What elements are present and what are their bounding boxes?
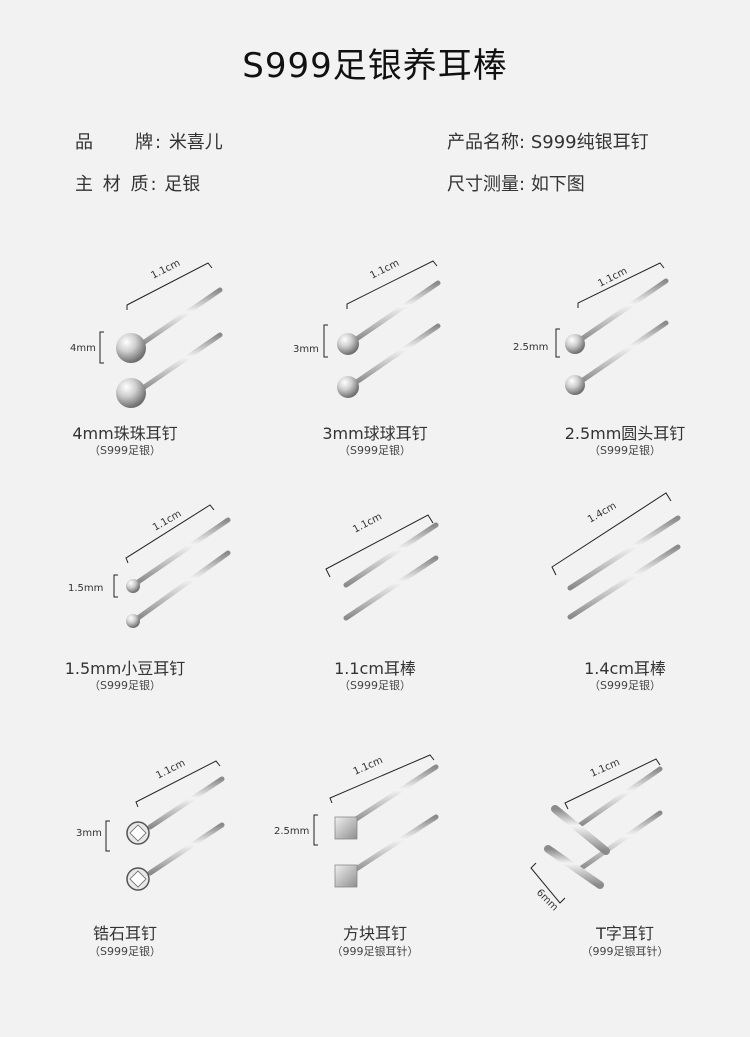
- bar-earring-1_4cm-icon: 1.4cm: [551, 492, 681, 620]
- spec-material-value: 足银: [164, 174, 201, 195]
- item-1_5mm-bean: 1.1cm 1.5mm 1.5mm小豆耳钉 （S999足银）: [0, 485, 250, 725]
- spec-brand-value: 米喜儿: [168, 132, 223, 153]
- item-material: （S999足银）: [339, 679, 411, 692]
- item-material: （S999足银）: [89, 679, 161, 692]
- item-name: 4mm珠珠耳钉: [72, 424, 178, 443]
- size-label: 2.5mm: [274, 826, 309, 837]
- item-cube: 1.1cm 2.5mm 方块耳钉 （999足银耳针）: [250, 745, 500, 985]
- length-label: 1.1cm: [351, 511, 384, 535]
- item-material: （S999足银）: [89, 945, 161, 958]
- item-material: （S999足银）: [89, 444, 161, 457]
- t-bar-earring-icon: 1.1cm 6mm: [530, 757, 663, 913]
- item-zircon: 1.1cm 3mm 锆石耳钉 （S999足银）: [0, 745, 250, 985]
- item-1_4cm-bar: 1.4cm 1.4cm耳棒 （S999足银）: [500, 485, 750, 725]
- spec-material-key: 主 材 质:: [75, 174, 159, 195]
- item-name: 方块耳钉: [342, 924, 407, 943]
- item-4mm-ball: 1.1cm 4mm 4mm珠珠耳钉 （S999足银）: [0, 245, 250, 485]
- spec-brand: 品 牌: 米喜儿: [75, 128, 223, 154]
- length-label: 1.1cm: [352, 755, 385, 778]
- item-material: （S999足银）: [589, 444, 661, 457]
- spec-product-key: 产品名称:: [447, 132, 526, 153]
- spec-size-key: 尺寸测量:: [447, 174, 526, 195]
- item-name: 1.5mm小豆耳钉: [64, 659, 186, 678]
- item-material: （S999足银）: [339, 444, 411, 457]
- item-material: （999足银耳针）: [581, 945, 669, 958]
- size-label: 1.5mm: [68, 583, 103, 594]
- bean-earring-1_5mm-icon: 1.1cm 1.5mm: [68, 504, 231, 628]
- bar-earring-1_1cm-icon: 1.1cm: [325, 511, 439, 621]
- length-label: 1.1cm: [151, 508, 183, 533]
- size-label: 2.5mm: [513, 342, 548, 353]
- length-label: 1.1cm: [368, 258, 401, 282]
- round-earring-2_5mm-icon: 1.1cm 2.5mm: [513, 262, 669, 395]
- item-material: （999足银耳针）: [331, 945, 419, 958]
- item-name: T字耳钉: [596, 924, 654, 943]
- item-1_1cm-bar: 1.1cm 1.1cm耳棒 （S999足银）: [250, 485, 500, 725]
- page-title: S999足银养耳棒: [242, 46, 508, 86]
- length-label: 1.1cm: [149, 258, 182, 282]
- item-name: 1.1cm耳棒: [334, 659, 416, 678]
- item-2_5mm-round: 1.1cm 2.5mm 2.5mm圆头耳钉 （S999足银）: [500, 245, 750, 485]
- size-label: 3mm: [76, 828, 102, 839]
- item-name: 1.4cm耳棒: [584, 659, 666, 678]
- zircon-earring-icon: 1.1cm 3mm: [76, 758, 225, 891]
- cube-earring-icon: 1.1cm 2.5mm: [274, 754, 439, 888]
- item-name: 锆石耳钉: [92, 924, 157, 943]
- size-label: 3mm: [293, 344, 319, 355]
- spec-size: 尺寸测量: 如下图: [447, 170, 585, 196]
- length-label: 1.4cm: [586, 500, 618, 525]
- length-label: 1.1cm: [589, 757, 622, 780]
- size-label: 6mm: [534, 887, 560, 913]
- item-name: 3mm球球耳钉: [322, 424, 428, 443]
- item-t-bar: 1.1cm 6mm T字耳钉 （999足银耳针）: [500, 745, 750, 985]
- item-3mm-ball: 1.1cm 3mm 3mm球球耳钉 （S999足银）: [250, 245, 500, 485]
- spec-product: 产品名称: S999纯银耳钉: [447, 128, 649, 154]
- size-label: 4mm: [70, 343, 96, 354]
- ball-earring-3mm-icon: 1.1cm 3mm: [293, 258, 441, 398]
- item-material: （S999足银）: [589, 679, 661, 692]
- spec-product-value: S999纯银耳钉: [530, 132, 649, 153]
- spec-brand-key: 品 牌:: [75, 132, 164, 153]
- spec-size-value: 如下图: [530, 174, 585, 195]
- item-name: 2.5mm圆头耳钉: [564, 424, 686, 443]
- spec-material: 主 材 质: 足银: [75, 170, 200, 196]
- ball-earring-4mm-icon: 1.1cm 4mm: [70, 258, 223, 408]
